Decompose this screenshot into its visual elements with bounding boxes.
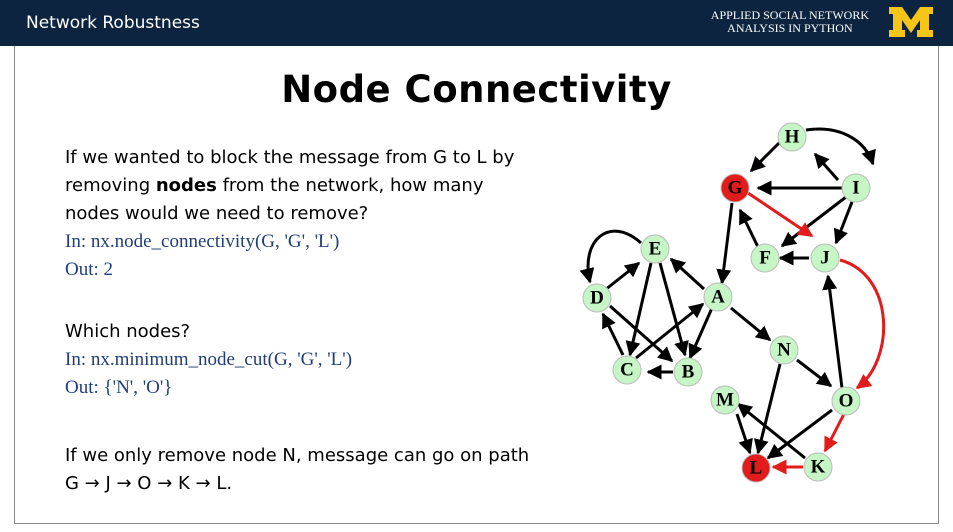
edge-m-l xyxy=(735,413,753,455)
path-edge-j-o xyxy=(839,258,886,390)
edge-f-g xyxy=(738,208,760,248)
footer-line-1: If we only remove node N, message can go… xyxy=(65,445,530,466)
question-line-1: If we wanted to block the message from G… xyxy=(65,147,515,168)
node-n: N xyxy=(769,335,799,365)
code-out-connectivity: Out: 2 xyxy=(65,259,114,280)
header-bar: Network Robustness APPLIED SOCIAL NETWOR… xyxy=(0,0,953,46)
node-l: L xyxy=(741,453,771,483)
node-c: C xyxy=(612,355,642,385)
edge-g-a xyxy=(716,202,734,285)
code-block-connectivity: In: nx.node_connectivity(G, 'G', 'L') Ou… xyxy=(65,228,339,284)
node-j-label: J xyxy=(820,248,830,269)
edge-a-n xyxy=(730,306,772,342)
edge-k-m xyxy=(736,402,806,460)
edge-c-a xyxy=(635,302,705,360)
code-in-connectivity: In: nx.node_connectivity(G, 'G', 'L') xyxy=(65,231,340,252)
question-line-2-end: from the network, how many xyxy=(216,175,484,196)
code-in-node-cut: In: nx.minimum_node_cut(G, 'G', 'L') xyxy=(65,349,353,370)
edge-c-d xyxy=(601,312,625,356)
node-k-label: K xyxy=(811,457,826,478)
node-j: J xyxy=(810,243,840,273)
node-d: D xyxy=(582,283,612,313)
header-course-section: Network Robustness xyxy=(26,13,200,33)
slide-frame xyxy=(14,46,939,524)
question-line-2-start: removing xyxy=(65,175,156,196)
footer-text: If we only remove node N, message can go… xyxy=(65,442,585,498)
node-n-label: N xyxy=(777,340,791,361)
edge-d-e xyxy=(604,261,641,292)
node-h: H xyxy=(777,122,807,152)
graph-nodes: H G I E F J D A xyxy=(582,122,871,483)
node-o: O xyxy=(831,386,861,416)
question-line-2: removing nodes from the network, how man… xyxy=(65,172,585,200)
header-course-title-line2: ANALYSIS IN PYTHON xyxy=(727,21,853,35)
code-out-node-cut: Out: {'N', 'O'} xyxy=(65,377,173,398)
edge-d-b xyxy=(609,304,674,363)
edge-n-l xyxy=(753,363,782,455)
node-d-label: D xyxy=(590,288,604,309)
edge-e-d xyxy=(579,229,643,284)
header-course-title-line1: APPLIED SOCIAL NETWORK xyxy=(710,8,869,22)
path-edge-o-k xyxy=(823,413,846,453)
edge-h-i xyxy=(805,127,876,166)
node-a: A xyxy=(703,282,733,312)
node-a-label: A xyxy=(711,287,725,308)
path-edge-g-j xyxy=(747,191,814,238)
edge-o-l xyxy=(766,408,833,460)
which-nodes-text: Which nodes? xyxy=(65,321,191,342)
edge-a-e xyxy=(669,257,706,291)
edge-a-b xyxy=(688,307,714,360)
path-edges xyxy=(747,191,886,475)
slide-title: Node Connectivity xyxy=(281,68,672,111)
node-m: M xyxy=(710,385,740,415)
node-c-label: C xyxy=(620,360,634,381)
node-m-label: M xyxy=(716,390,734,411)
graph-edges xyxy=(579,127,876,460)
node-b: B xyxy=(673,357,703,387)
edge-e-c xyxy=(625,262,653,357)
edge-i-j xyxy=(833,201,854,245)
node-o-label: O xyxy=(839,391,854,412)
edge-h-g xyxy=(749,141,781,173)
question-bold-word: nodes xyxy=(155,175,217,196)
edge-n-o xyxy=(796,358,833,388)
edge-e-b xyxy=(658,262,689,357)
node-g: G xyxy=(720,173,750,203)
edge-i-f xyxy=(780,195,847,248)
edge-i-h xyxy=(813,152,840,181)
node-b-label: B xyxy=(682,362,695,383)
node-f-label: F xyxy=(759,248,771,269)
footer-line-2: G → J → O → K → L. xyxy=(65,473,233,494)
node-h-label: H xyxy=(785,127,800,148)
code-block-node-cut: In: nx.minimum_node_cut(G, 'G', 'L') Out… xyxy=(65,346,352,402)
header-course-title: APPLIED SOCIAL NETWORK ANALYSIS IN PYTHO… xyxy=(711,9,869,35)
node-e-label: E xyxy=(649,239,662,260)
question-line-3: nodes would we need to remove? xyxy=(65,203,369,224)
node-f: F xyxy=(750,243,780,273)
question-text: If we wanted to block the message from G… xyxy=(65,144,585,228)
node-k: K xyxy=(803,452,833,482)
edge-o-j xyxy=(822,274,844,389)
node-e: E xyxy=(640,234,670,264)
node-i-label: I xyxy=(852,178,859,199)
node-i: I xyxy=(841,173,871,203)
node-g-label: G xyxy=(728,178,743,199)
university-logo-icon xyxy=(889,7,933,37)
network-graph: H G I E F J D A xyxy=(579,122,886,483)
node-l-label: L xyxy=(750,458,763,479)
